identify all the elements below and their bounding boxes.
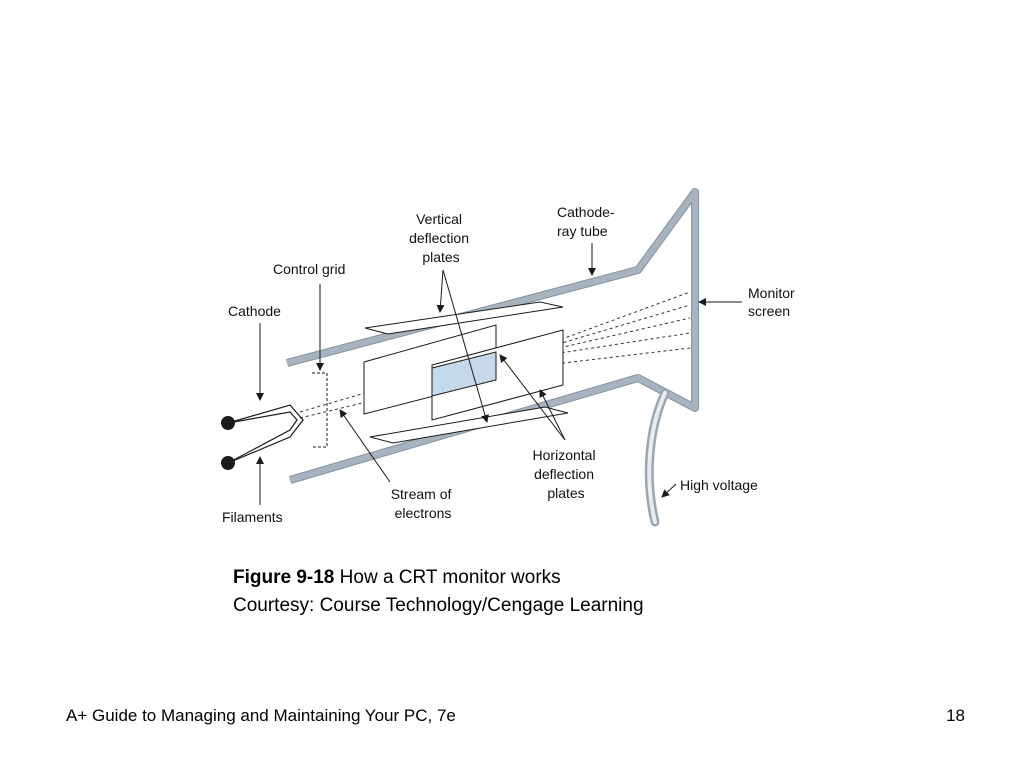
diagram-labels: Vertical deflection plates Cathode- ray … [222, 204, 799, 525]
label-horizontal-deflection-plates: Horizontal deflection plates [533, 447, 600, 501]
high-voltage-cable [644, 388, 670, 527]
label-stream-of-electrons: Stream of electrons [391, 486, 456, 521]
label-high-voltage: High voltage [680, 477, 758, 493]
label-cathode-ray-tube: Cathode- ray tube [557, 204, 618, 239]
horizontal-deflection-plates [363, 324, 564, 421]
footer-book-title: A+ Guide to Managing and Maintaining You… [66, 706, 456, 725]
figure-caption: Figure 9-18 How a CRT monitor works Cour… [233, 564, 644, 620]
label-vertical-deflection-plates: Vertical deflection plates [409, 211, 473, 265]
figure-courtesy: Courtesy: Course Technology/Cengage Lear… [233, 595, 644, 616]
label-cathode: Cathode [228, 303, 281, 319]
callout-arrows [256, 243, 742, 505]
cathode [227, 404, 304, 464]
label-filaments: Filaments [222, 509, 283, 525]
caption-title-line: Figure 9-18 How a CRT monitor works [233, 564, 644, 592]
control-grid [312, 372, 328, 448]
label-monitor-screen: Monitor screen [748, 285, 799, 319]
cathode-ray-tube [285, 188, 699, 484]
footer-page-number: 18 [946, 706, 965, 725]
filament-terminal-top [221, 416, 235, 430]
crt-diagram: Vertical deflection plates Cathode- ray … [221, 188, 799, 527]
figure-title: How a CRT monitor works [334, 567, 561, 588]
filament-terminal-bottom [221, 456, 235, 470]
figure-number: Figure 9-18 [233, 567, 335, 588]
label-control-grid: Control grid [273, 261, 345, 277]
